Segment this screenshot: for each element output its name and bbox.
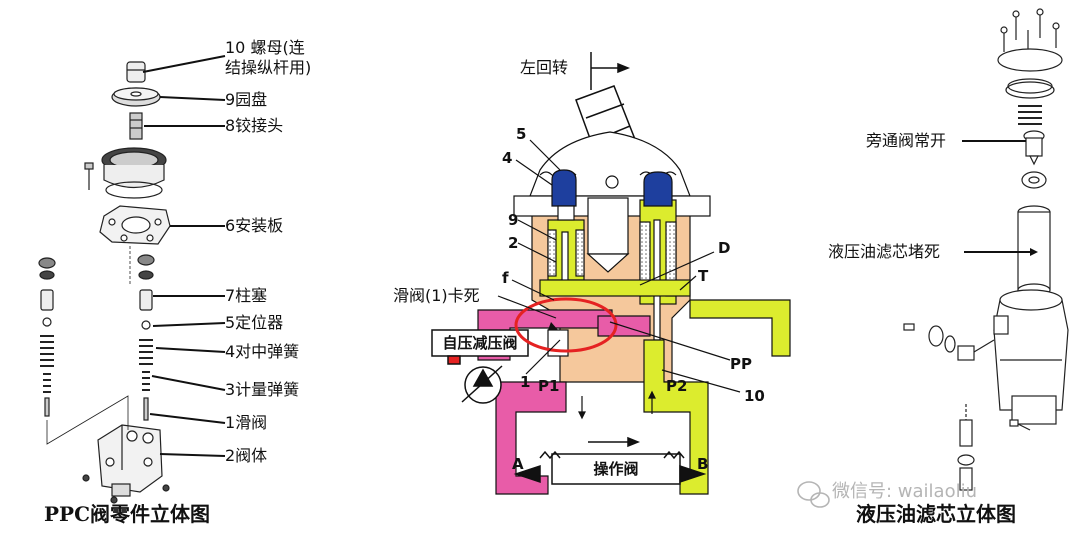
part-9-disc-drawing bbox=[111, 87, 161, 107]
label-num-5: 5 bbox=[516, 125, 527, 143]
ppc-exploded-view bbox=[38, 61, 171, 504]
part-2-body-drawing bbox=[82, 424, 170, 504]
filter-cover-drawing bbox=[997, 48, 1063, 99]
rotate-arrow bbox=[590, 52, 631, 90]
part-10-nut-drawing bbox=[126, 61, 146, 83]
label-part-2: 2阀体 bbox=[225, 446, 268, 465]
top-screws-drawing bbox=[1000, 8, 1060, 52]
label-PP: PP bbox=[730, 355, 752, 373]
label-part-10-line1: 10 螺母(连 bbox=[225, 38, 305, 57]
stuck-highlight-circle bbox=[514, 297, 618, 353]
label-part-7: 7柱塞 bbox=[225, 286, 268, 305]
label-part-1: 1滑阀 bbox=[225, 413, 268, 432]
label-num-2: 2 bbox=[508, 234, 519, 252]
label-P2: P2 bbox=[666, 377, 688, 395]
tank-passage bbox=[539, 279, 791, 357]
label-operating-valve: 操作阀 bbox=[593, 460, 639, 478]
label-filter-blocked: 液压油滤芯堵死 bbox=[828, 242, 941, 261]
label-part-10-line2: 结操纵杆用) bbox=[225, 58, 312, 77]
label-port-A: A bbox=[512, 455, 524, 473]
filter-exploded-view bbox=[903, 8, 1069, 491]
label-part-6: 6安装板 bbox=[225, 216, 284, 235]
label-num-10: 10 bbox=[744, 387, 765, 405]
wechat-icon bbox=[797, 481, 830, 508]
label-P1: P1 bbox=[538, 377, 560, 395]
center-leader-lines bbox=[497, 139, 741, 393]
filter-housing-drawing bbox=[993, 289, 1069, 425]
right-caption: 液压油滤芯立体图 bbox=[856, 502, 1016, 526]
left-spool-stack-drawing bbox=[38, 257, 56, 417]
label-self-reducing-valve: 自压减压阀 bbox=[442, 334, 518, 352]
label-T: T bbox=[698, 267, 709, 285]
label-part-3: 3计量弹簧 bbox=[225, 380, 300, 399]
self-reducing-valve-box bbox=[431, 329, 529, 404]
operating-valve-box bbox=[513, 436, 707, 485]
label-num-9: 9 bbox=[508, 211, 519, 229]
left-leader-lines bbox=[142, 55, 226, 457]
right-leader-lines bbox=[962, 140, 1030, 253]
part-6-plate-drawing bbox=[99, 205, 171, 245]
label-bypass-valve: 旁通阀常开 bbox=[866, 131, 947, 150]
left-caption: PPC阀零件立体图 bbox=[44, 502, 210, 526]
right-spool-stack-drawing bbox=[137, 254, 155, 421]
side-fittings-drawing bbox=[903, 323, 1031, 491]
part-8-joint-drawing bbox=[129, 112, 143, 140]
boot-cover-drawing bbox=[101, 147, 167, 199]
label-part-4: 4对中弹簧 bbox=[225, 342, 300, 361]
label-D: D bbox=[718, 239, 731, 257]
ppc-hydraulic-diagram bbox=[431, 52, 791, 495]
label-spool-stuck: 滑阀(1)卡死 bbox=[393, 286, 480, 305]
label-num-4: 4 bbox=[502, 149, 513, 167]
spring-drawing bbox=[1018, 105, 1042, 125]
label-f: f bbox=[502, 269, 509, 287]
label-rotate-left: 左回转 bbox=[520, 58, 569, 77]
bolt-drawing bbox=[84, 162, 94, 190]
label-num-1: 1 bbox=[520, 373, 531, 391]
filter-cap-drawing bbox=[1021, 171, 1047, 189]
watermark-text: 微信号: wailaoliu bbox=[832, 481, 977, 502]
label-part-5: 5定位器 bbox=[225, 313, 284, 332]
p2-line bbox=[643, 339, 709, 495]
label-part-8: 8铰接头 bbox=[225, 116, 284, 135]
label-part-9: 9园盘 bbox=[225, 90, 268, 109]
bypass-valve-drawing bbox=[1023, 130, 1045, 166]
label-port-B: B bbox=[697, 455, 709, 473]
flow-arrows bbox=[578, 390, 656, 420]
